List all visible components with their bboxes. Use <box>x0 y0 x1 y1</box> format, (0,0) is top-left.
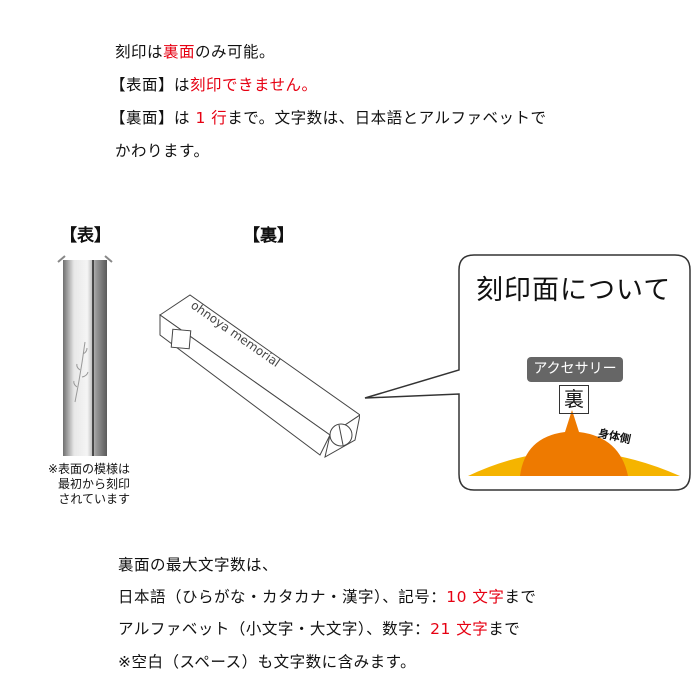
text: のみ可能。 <box>195 43 276 61</box>
text: 【表面】は <box>110 76 191 94</box>
text: 日本語（ひらがな・カタカナ・漢字）、記号： <box>118 588 447 606</box>
callout-title: 刻印面について <box>476 275 672 306</box>
limits-line-1: 裏面の最大文字数は、 <box>118 556 279 574</box>
back-pendant-drawing: ohnoya memorial <box>159 294 360 458</box>
text: 【裏面】は <box>110 109 196 127</box>
limits-line-3: アルファベット（小文字・大文字）、数字：21 文字まで <box>118 617 520 639</box>
note-line: されています <box>58 492 130 506</box>
text: まで <box>504 588 537 606</box>
highlight: 1 行 <box>195 109 228 127</box>
text: アルファベット（小文字・大文字）、数字： <box>118 620 431 638</box>
accessory-badge: アクセサリー <box>527 357 623 382</box>
text: まで <box>488 620 521 638</box>
accessory-shape <box>520 410 628 476</box>
highlight: 10 文字 <box>446 588 505 606</box>
highlight: 裏面 <box>163 43 196 61</box>
intro-line-2: 【表面】は刻印できません。 <box>110 73 318 95</box>
note-line: ※表面の模様は <box>47 462 130 476</box>
limits-line-2: 日本語（ひらがな・カタカナ・漢字）、記号：10 文字まで <box>118 585 536 607</box>
intro-line-1: 刻印は裏面のみ可能。 <box>115 40 275 62</box>
intro-line-4: かわります。 <box>115 142 210 160</box>
text: まで。文字数は、日本語とアルファベットで <box>227 109 547 127</box>
front-note: ※表面の模様は 最初から刻印 されています <box>28 462 130 507</box>
front-pendant-image <box>57 255 113 456</box>
back-side-mark: 裏 <box>559 385 589 414</box>
highlight: 21 文字 <box>430 620 489 638</box>
text: 刻印は <box>115 43 164 61</box>
back-label: 【裏】 <box>243 226 294 246</box>
highlight: 刻印できません。 <box>190 76 318 94</box>
intro-line-3: 【裏面】は 1 行まで。文字数は、日本語とアルファベットで <box>110 106 546 128</box>
front-label: 【表】 <box>60 226 111 246</box>
note-line: 最初から刻印 <box>57 477 130 491</box>
limits-line-4: ※空白（スペース）も文字数に含みます。 <box>118 653 417 671</box>
